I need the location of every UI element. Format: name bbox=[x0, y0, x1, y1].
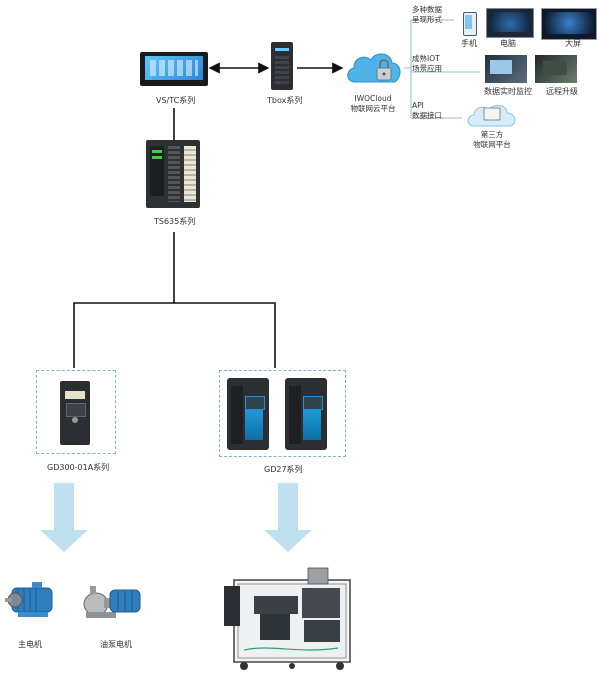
big-screen-icon bbox=[541, 8, 597, 40]
pc-icon bbox=[486, 8, 534, 38]
group1-title: 多种数据 呈现形式 bbox=[412, 5, 442, 24]
gd300-drive bbox=[60, 381, 90, 445]
main-motor-icon bbox=[5, 582, 53, 617]
group3-title: API 数据接口 bbox=[412, 101, 442, 120]
plc-device bbox=[146, 140, 200, 208]
hmi-label: VS/TC系列 bbox=[156, 96, 196, 105]
group2-title: 成熟IOT 场景应用 bbox=[412, 54, 442, 73]
monitor-label: 数据实时监控 bbox=[484, 87, 532, 96]
third-party-cloud-icon bbox=[467, 105, 516, 127]
hmi-device bbox=[140, 52, 208, 86]
oil-pump-motor-label: 油泵电机 bbox=[100, 640, 132, 649]
upgrade-photo bbox=[535, 55, 577, 83]
pc-label: 电脑 bbox=[500, 39, 516, 48]
main-motor-label: 主电机 bbox=[18, 640, 42, 649]
gd27-drive-2 bbox=[285, 378, 327, 450]
down-arrow-right bbox=[264, 483, 312, 552]
plc-label: TS635系列 bbox=[154, 217, 196, 226]
left-drive-group bbox=[36, 370, 116, 454]
cloud-label-desc: 物联网云平台 bbox=[350, 104, 396, 113]
upgrade-label: 远程升级 bbox=[546, 87, 578, 96]
cloud-icon bbox=[347, 53, 401, 83]
monitor-photo bbox=[485, 55, 527, 83]
plc-drive-bus-right bbox=[174, 302, 276, 368]
down-arrow-left bbox=[40, 483, 88, 552]
tbox-device bbox=[271, 42, 293, 90]
oil-pump-motor-icon bbox=[83, 586, 141, 618]
plc-drive-bus bbox=[73, 232, 175, 368]
tbox-label: Tbox系列 bbox=[267, 96, 303, 105]
right-drive-label: GD27系列 bbox=[264, 465, 303, 474]
cloud-label-name: IWOCloud bbox=[354, 94, 392, 103]
phone-label: 手机 bbox=[461, 39, 477, 48]
big-screen-label: 大屏 bbox=[565, 39, 581, 48]
hmi-screen bbox=[145, 56, 203, 80]
left-drive-label: GD300-01A系列 bbox=[47, 463, 110, 472]
cloud-label: IWOCloud 物联网云平台 bbox=[337, 94, 409, 114]
right-drive-group bbox=[219, 370, 346, 457]
phone-icon bbox=[463, 12, 477, 36]
gd27-drive-1 bbox=[227, 378, 269, 450]
machine-frame-icon bbox=[224, 567, 351, 670]
third-party-label: 第三方 物联网平台 bbox=[473, 130, 511, 149]
